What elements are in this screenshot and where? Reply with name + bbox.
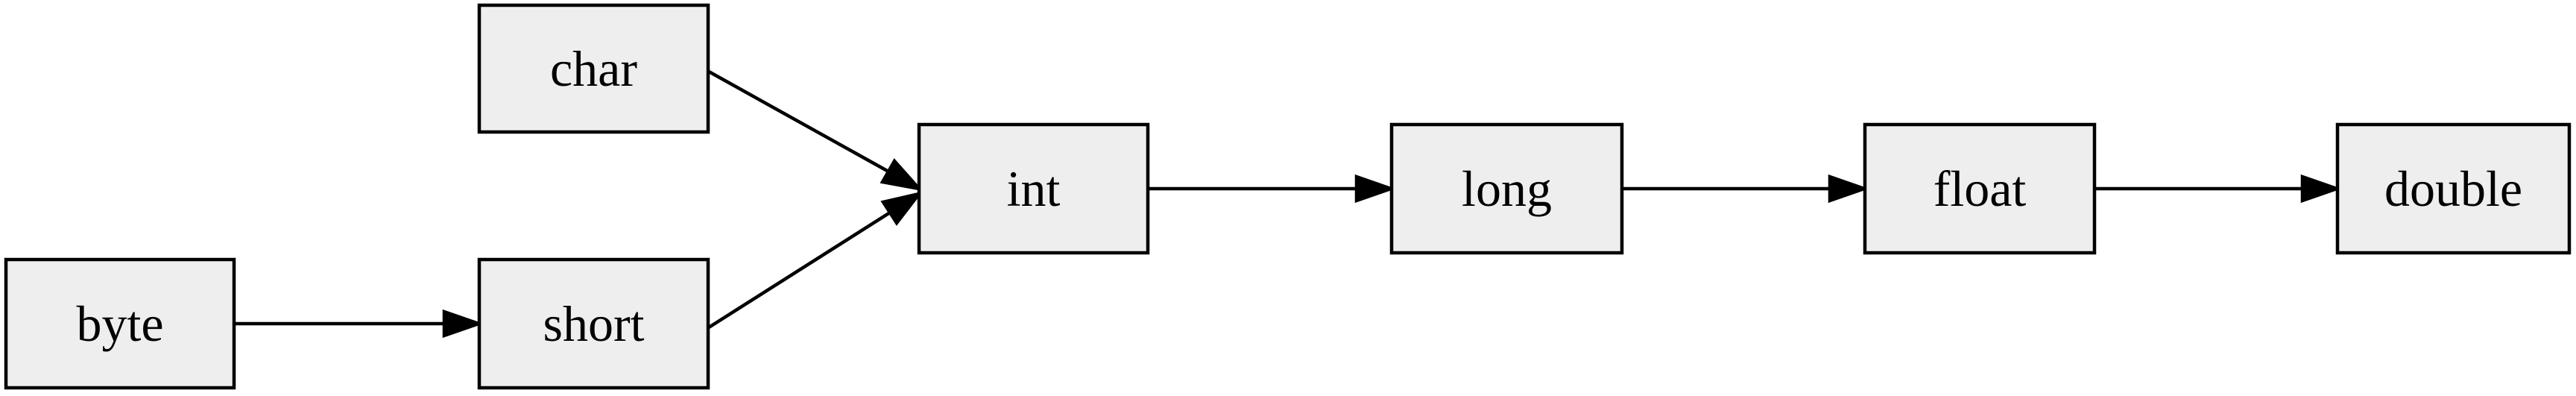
edge-char-to-int bbox=[707, 70, 924, 192]
node-byte-label: byte bbox=[76, 295, 163, 352]
node-long: long bbox=[1389, 122, 1624, 255]
node-short-label: short bbox=[543, 295, 645, 352]
node-long-label: long bbox=[1462, 160, 1552, 217]
node-double-label: double bbox=[2384, 160, 2522, 217]
node-char-label: char bbox=[550, 40, 637, 97]
edge-float-to-double bbox=[2095, 174, 2342, 204]
node-int: int bbox=[917, 122, 1150, 255]
node-short: short bbox=[477, 257, 710, 390]
node-float-label: float bbox=[1933, 160, 2027, 217]
edge-short-to-int bbox=[707, 191, 924, 329]
edge-byte-to-short bbox=[234, 309, 484, 339]
node-byte: byte bbox=[4, 257, 236, 390]
node-double: double bbox=[2335, 122, 2572, 255]
edge-long-to-float bbox=[1622, 174, 1869, 204]
node-int-label: int bbox=[1007, 160, 1061, 217]
edge-int-to-long bbox=[1148, 174, 1396, 204]
node-char: char bbox=[477, 3, 710, 134]
node-float: float bbox=[1863, 122, 2097, 255]
